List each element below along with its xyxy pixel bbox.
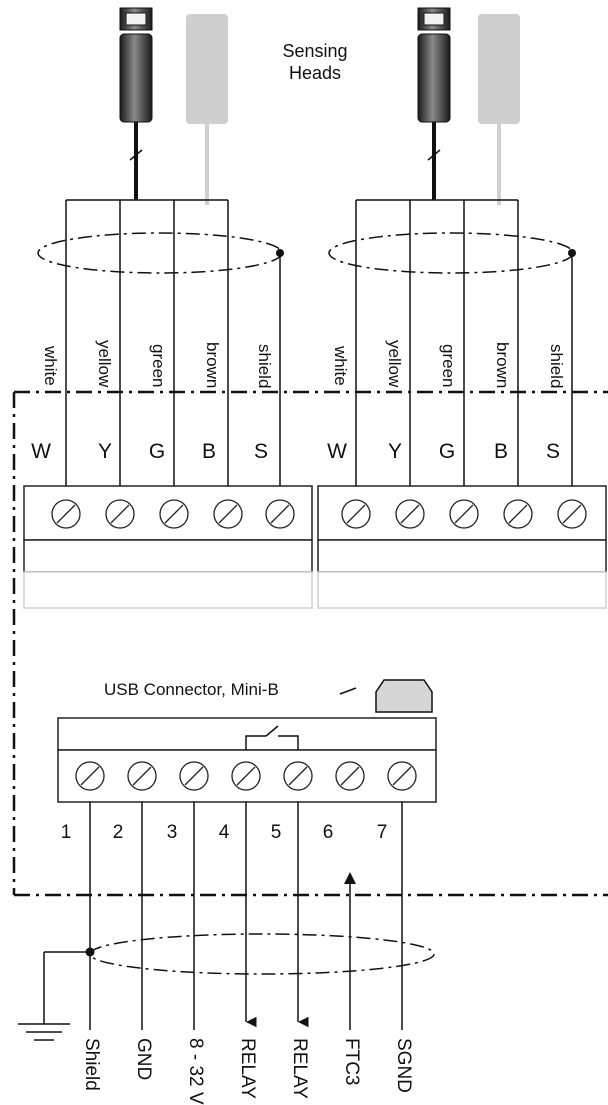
wire-label-shield-2: shield <box>547 344 566 389</box>
terminal-letter-g-1: G <box>148 440 166 463</box>
main-terminal-block <box>57 717 437 803</box>
terminal-letter-w-1: W <box>31 440 51 463</box>
screw-terminals-1 <box>51 499 295 529</box>
screw-terminals-2 <box>341 499 587 529</box>
output-label-supply: 8 - 32 V <box>185 1038 206 1105</box>
wire-label-white-2: white <box>331 346 350 386</box>
cable-bundle-2 <box>328 199 574 502</box>
terminal-letter-y-2: Y <box>387 440 402 463</box>
wire-label-green-1: green <box>149 344 168 388</box>
wire-label-yellow-2: yellow <box>385 340 404 388</box>
sensor-head-1 <box>119 7 153 200</box>
sensor-head-1-ghost <box>186 14 228 205</box>
main-terminal-number-1: 1 <box>60 822 72 843</box>
output-label-sgnd: SGND <box>393 1038 414 1093</box>
terminal-letter-s-2: S <box>545 440 560 463</box>
usb-connector <box>339 679 433 713</box>
cable-bundle-1 <box>37 199 283 502</box>
sensor-head-2 <box>417 7 451 200</box>
wire-label-green-2: green <box>439 344 458 388</box>
terminal-letter-y-1: Y <box>97 440 112 463</box>
output-label-ftc3: FTC3 <box>341 1038 362 1086</box>
wire-label-yellow-1: yellow <box>95 340 114 388</box>
terminal-letter-b-2: B <box>493 440 508 463</box>
usb-connector-label: USB Connector, Mini-B <box>104 680 279 699</box>
sensing-heads-text: Sensing Heads <box>282 41 348 83</box>
shield-dot-1 <box>276 249 284 257</box>
terminal-block-2 <box>317 485 607 609</box>
output-label-shield: Shield <box>81 1038 102 1091</box>
sensing-heads-label: Sensing Heads <box>270 40 360 84</box>
main-terminal-number-5: 5 <box>270 822 282 843</box>
wire-label-brown-1: brown <box>203 342 222 389</box>
terminal-letter-b-1: B <box>201 440 216 463</box>
ftc3-arrow <box>344 872 356 884</box>
main-terminal-number-3: 3 <box>166 822 178 843</box>
output-label-gnd: GND <box>133 1038 154 1081</box>
main-screw-terminals <box>75 761 417 791</box>
wire-label-shield-1: shield <box>255 344 274 389</box>
main-terminal-number-2: 2 <box>112 822 124 843</box>
main-terminal-number-6: 6 <box>322 822 334 843</box>
shield-dot-2 <box>568 249 576 257</box>
output-wires <box>89 802 435 1030</box>
ground-icon <box>18 951 90 1041</box>
enclosure-boundary <box>12 390 608 897</box>
wire-label-brown-2: brown <box>493 342 512 389</box>
main-terminal-number-4: 4 <box>218 822 230 843</box>
output-label-relay-1: RELAY <box>237 1038 258 1099</box>
sensor-head-2-ghost <box>478 14 520 205</box>
terminal-letter-w-2: W <box>327 440 347 463</box>
terminal-letter-s-1: S <box>253 440 268 463</box>
terminal-letter-g-2: G <box>438 440 456 463</box>
output-label-relay-2: RELAY <box>289 1038 310 1099</box>
main-terminal-number-7: 7 <box>376 822 388 843</box>
wire-label-white-1: white <box>41 346 60 386</box>
